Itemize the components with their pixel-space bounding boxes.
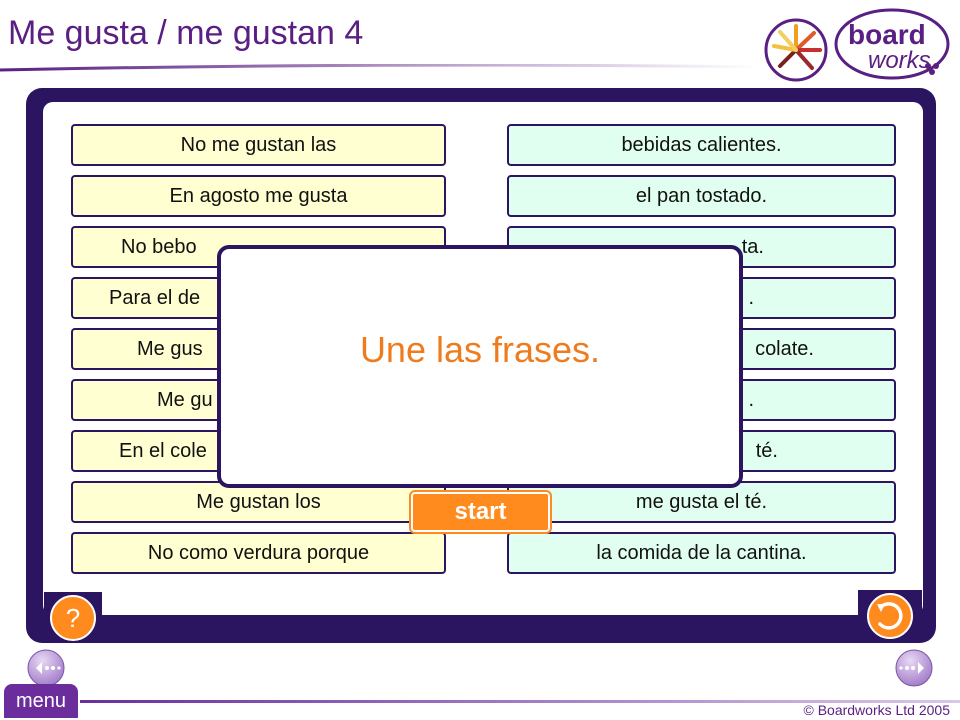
boardworks-logo: board works xyxy=(764,6,954,86)
right-card-9[interactable]: la comida de la cantina. xyxy=(507,532,896,574)
back-button[interactable] xyxy=(26,648,66,688)
logo-text-works: works xyxy=(868,47,931,74)
logo-text-board: board xyxy=(848,19,926,50)
copyright-text: © Boardworks Ltd 2005 xyxy=(803,702,950,718)
undo-icon xyxy=(877,602,903,630)
help-icon: ? xyxy=(66,603,80,633)
start-button[interactable]: start xyxy=(409,490,552,534)
left-card-1[interactable]: No me gustan las xyxy=(71,124,446,166)
left-card-9[interactable]: No como verdura porque xyxy=(71,532,446,574)
instruction-dialog: Une las frases. xyxy=(217,245,743,488)
forward-arrow-icon xyxy=(899,662,924,674)
back-arrow-icon xyxy=(36,662,61,674)
forward-button[interactable] xyxy=(894,648,934,688)
menu-button[interactable]: menu xyxy=(4,684,78,718)
help-button[interactable]: ? xyxy=(44,592,102,642)
instruction-text: Une las frases. xyxy=(359,329,601,370)
right-card-1[interactable]: bebidas calientes. xyxy=(507,124,896,166)
left-card-2[interactable]: En agosto me gusta xyxy=(71,175,446,217)
footer-line xyxy=(80,700,960,703)
page-title: Me gusta / me gustan 4 xyxy=(8,14,364,52)
right-card-2[interactable]: el pan tostado. xyxy=(507,175,896,217)
reset-button[interactable] xyxy=(858,590,922,642)
right-card-8[interactable]: me gusta el té. xyxy=(507,481,896,523)
title-underline xyxy=(0,64,760,72)
